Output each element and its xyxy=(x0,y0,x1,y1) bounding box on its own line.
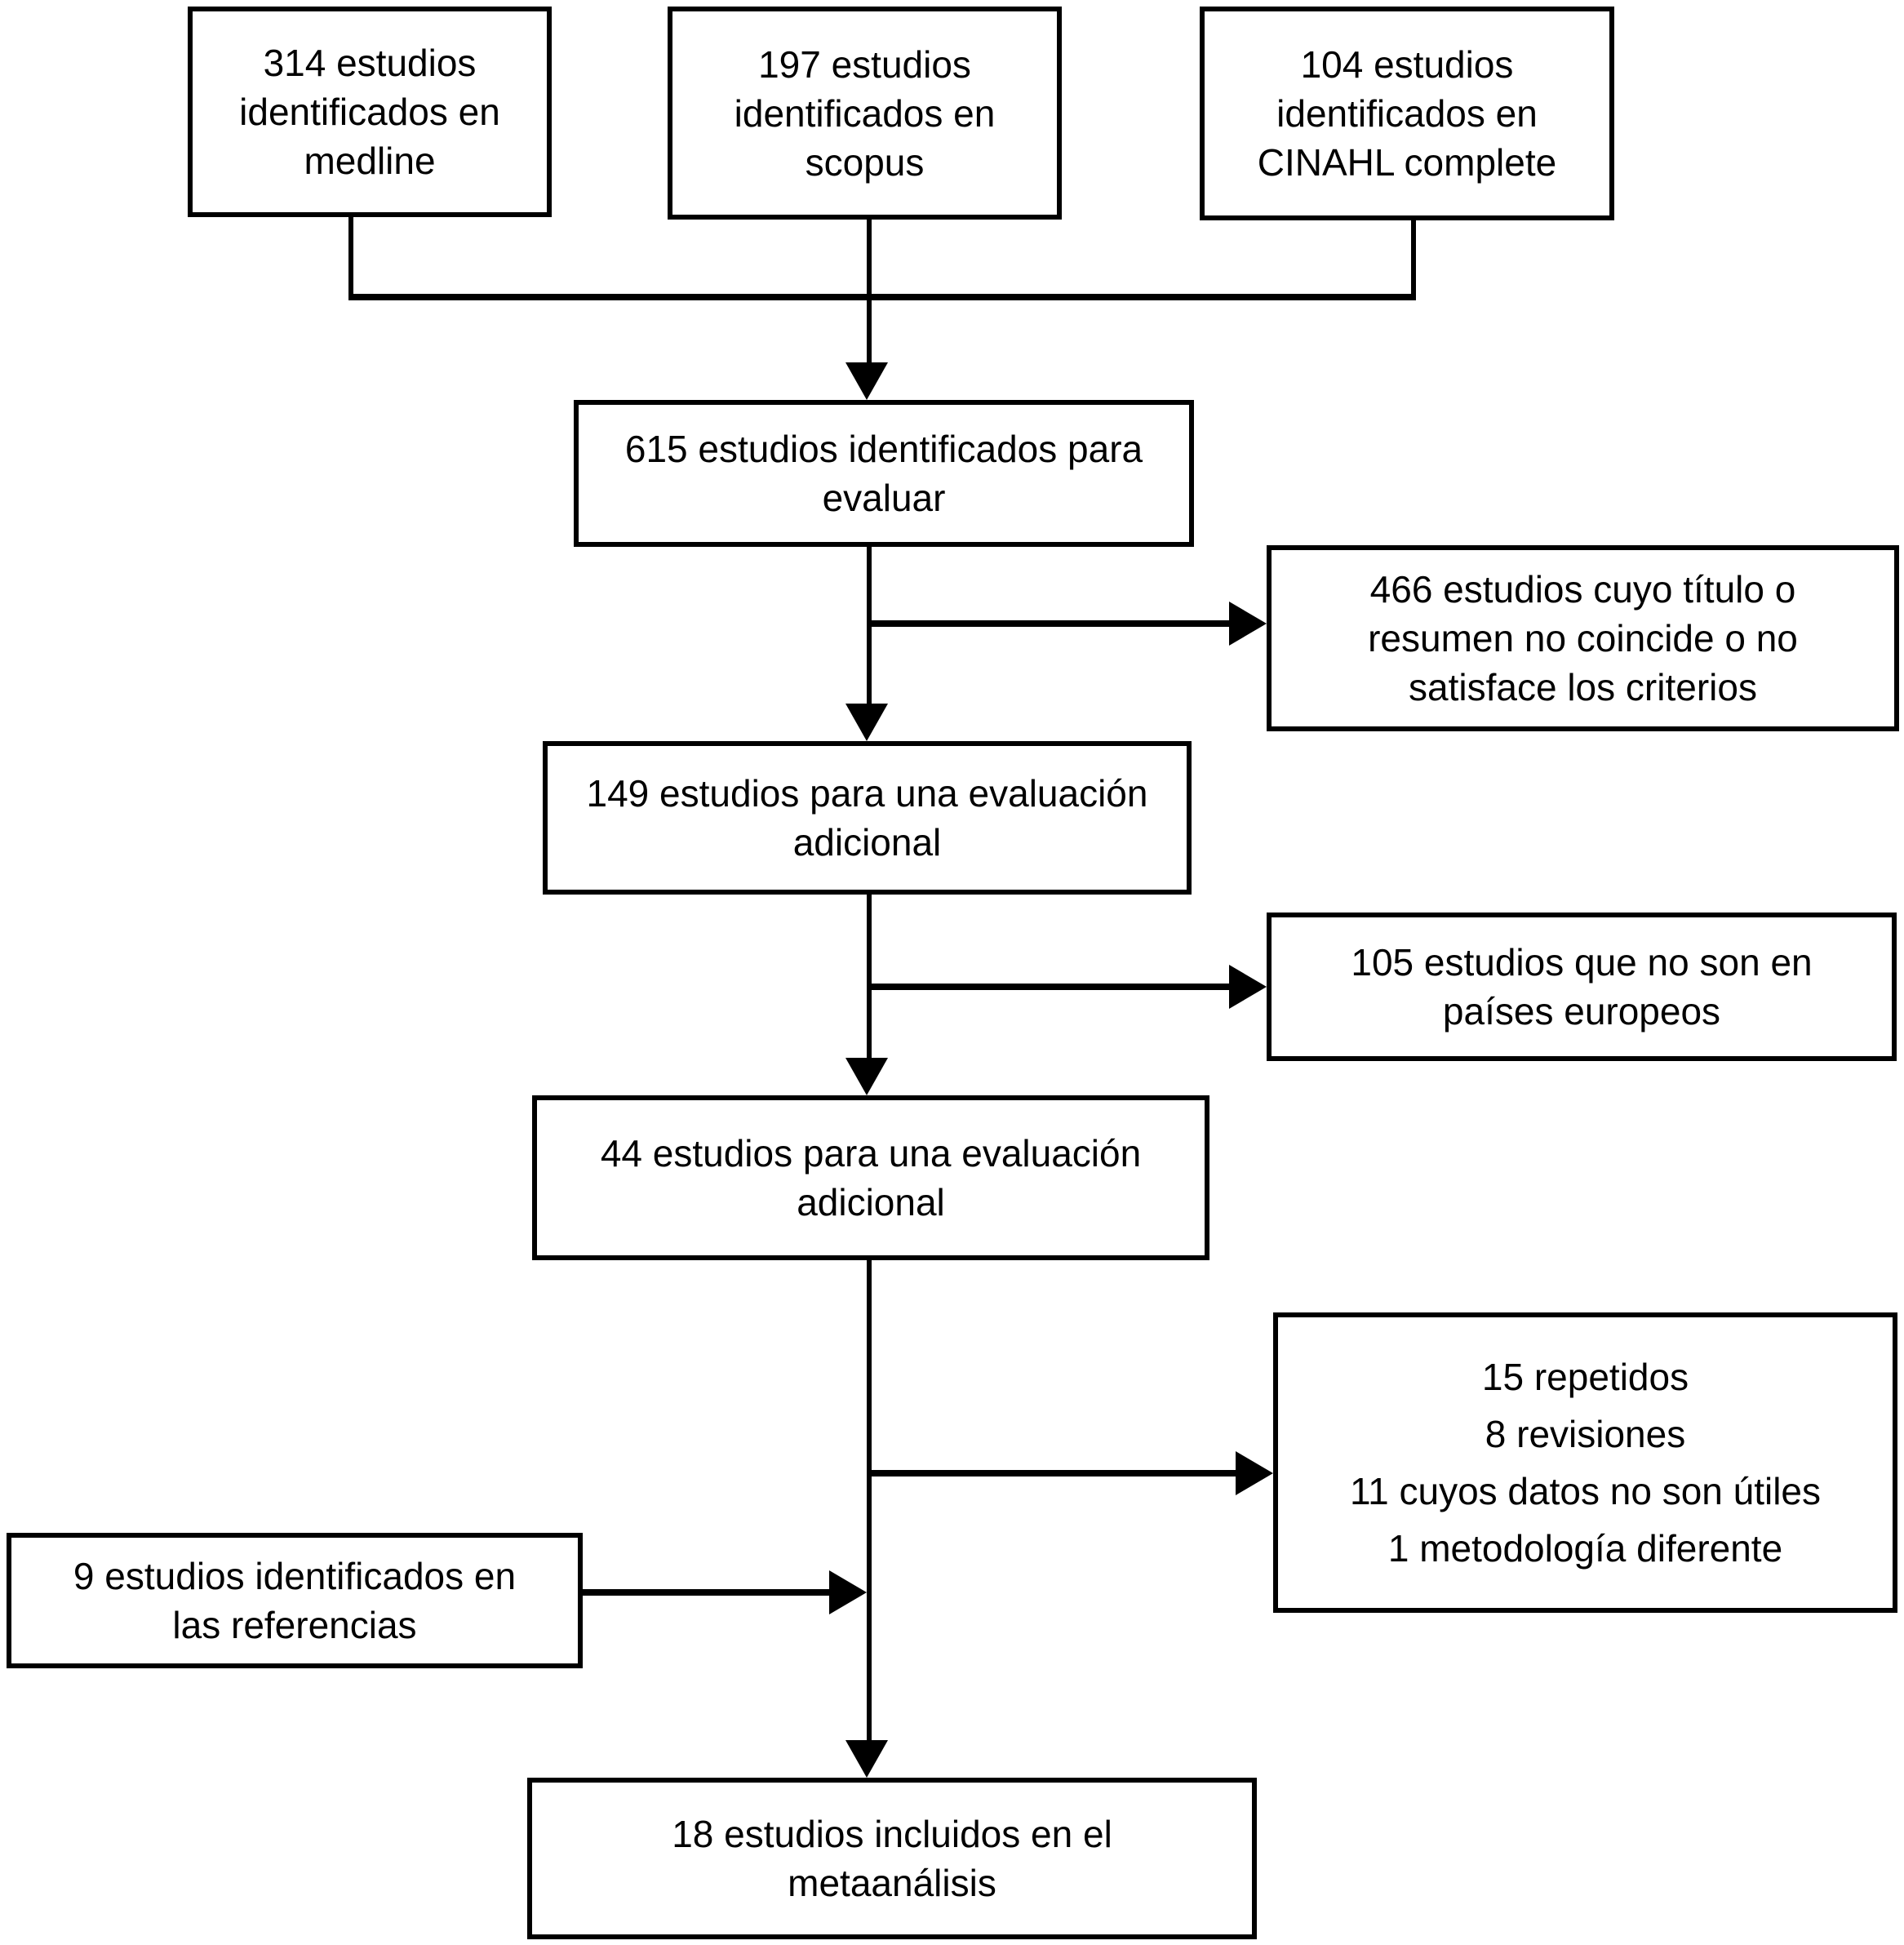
box-further-evaluation-44: 44 estudios para una evaluación adiciona… xyxy=(532,1095,1209,1260)
box-excluded-title-text: 466 estudios cuyo título o xyxy=(1369,568,1796,611)
box-further2-text: adicional xyxy=(797,1181,945,1223)
box-cinahl-text: 104 estudios xyxy=(1300,43,1514,86)
arrow-right-icon xyxy=(1229,965,1267,1009)
box-excluded-non-european: 105 estudios que no son en países europe… xyxy=(1267,913,1897,1061)
box-excluded-other-text: 11 cuyos datos no son útiles xyxy=(1349,1470,1822,1512)
box-excluded-region-text: países europeos xyxy=(1442,990,1721,1032)
connector-further2-to-included xyxy=(867,1260,872,1740)
box-medline-text: identificados en xyxy=(239,91,500,133)
box-excluded-title-text: satisface los criterios xyxy=(1409,666,1757,708)
box-scopus-text: scopus xyxy=(805,140,925,184)
box-included-text: 18 estudios incluidos en el xyxy=(672,1813,1112,1855)
box-cinahl-text: CINAHL complete xyxy=(1257,141,1557,184)
box-cinahl-studies: 104 estudios identificados en CINAHL com… xyxy=(1200,7,1614,220)
arrow-right-icon xyxy=(1236,1451,1273,1495)
box-included-meta-analysis: 18 estudios incluidos en el metaanálisis xyxy=(527,1778,1257,1939)
arrow-down-icon xyxy=(845,362,888,400)
connector-merge-horizontal xyxy=(348,294,1416,300)
connector-branch-excluded-title xyxy=(867,620,1231,627)
connector-further1-to-further2 xyxy=(867,895,872,1058)
box-medline-studies: 314 estudios identificados en medline xyxy=(188,7,552,217)
arrow-down-icon xyxy=(845,704,888,741)
connector-merge-to-identified xyxy=(867,220,872,362)
connector-medline-down xyxy=(348,217,353,297)
box-references-text: las referencias xyxy=(172,1604,417,1646)
box-included-text: metaanálisis xyxy=(788,1862,996,1904)
box-identified-text: 615 estudios identificados para xyxy=(624,428,1143,470)
box-identified-for-evaluation: 615 estudios identificados para evaluar xyxy=(574,400,1194,547)
connector-references-to-flow xyxy=(583,1589,831,1596)
connector-branch-excluded-region xyxy=(867,984,1231,990)
box-excluded-other-text: 15 repetidos xyxy=(1481,1356,1689,1398)
connector-cinahl-down xyxy=(1411,220,1416,297)
box-further1-text: 149 estudios para una evaluación xyxy=(586,772,1148,815)
box-scopus-text: 197 estudios xyxy=(758,42,971,86)
box-excluded-other-text: 1 metodología diferente xyxy=(1387,1527,1783,1570)
box-excluded-title-abstract: 466 estudios cuyo título o resumen no co… xyxy=(1267,545,1899,731)
box-cinahl-text: identificados en xyxy=(1276,92,1538,135)
box-further1-text: adicional xyxy=(792,821,942,864)
box-references-text: 9 estudios identificados en xyxy=(73,1555,517,1597)
box-scopus-text: identificados en xyxy=(734,91,996,135)
box-reference-studies: 9 estudios identificados en las referenc… xyxy=(7,1533,583,1668)
box-excluded-other-reasons: 15 repetidos 8 revisiones 11 cuyos datos… xyxy=(1273,1312,1897,1613)
box-medline-text: 314 estudios xyxy=(263,42,477,84)
box-scopus-studies: 197 estudios identificados en scopus xyxy=(668,7,1062,220)
arrow-right-icon xyxy=(1229,602,1267,646)
arrow-right-icon xyxy=(829,1570,867,1614)
box-excluded-region-text: 105 estudios que no son en xyxy=(1351,941,1813,984)
box-medline-text: medline xyxy=(304,140,436,182)
box-excluded-other-text: 8 revisiones xyxy=(1485,1413,1686,1455)
box-excluded-title-text: resumen no coincide o no xyxy=(1368,617,1798,659)
box-identified-text: evaluar xyxy=(822,477,946,519)
arrow-down-icon xyxy=(845,1740,888,1778)
arrow-down-icon xyxy=(845,1058,888,1095)
connector-branch-excluded-other xyxy=(867,1470,1237,1477)
box-further-evaluation-149: 149 estudios para una evaluación adicion… xyxy=(543,741,1192,895)
box-further2-text: 44 estudios para una evaluación xyxy=(600,1132,1142,1175)
